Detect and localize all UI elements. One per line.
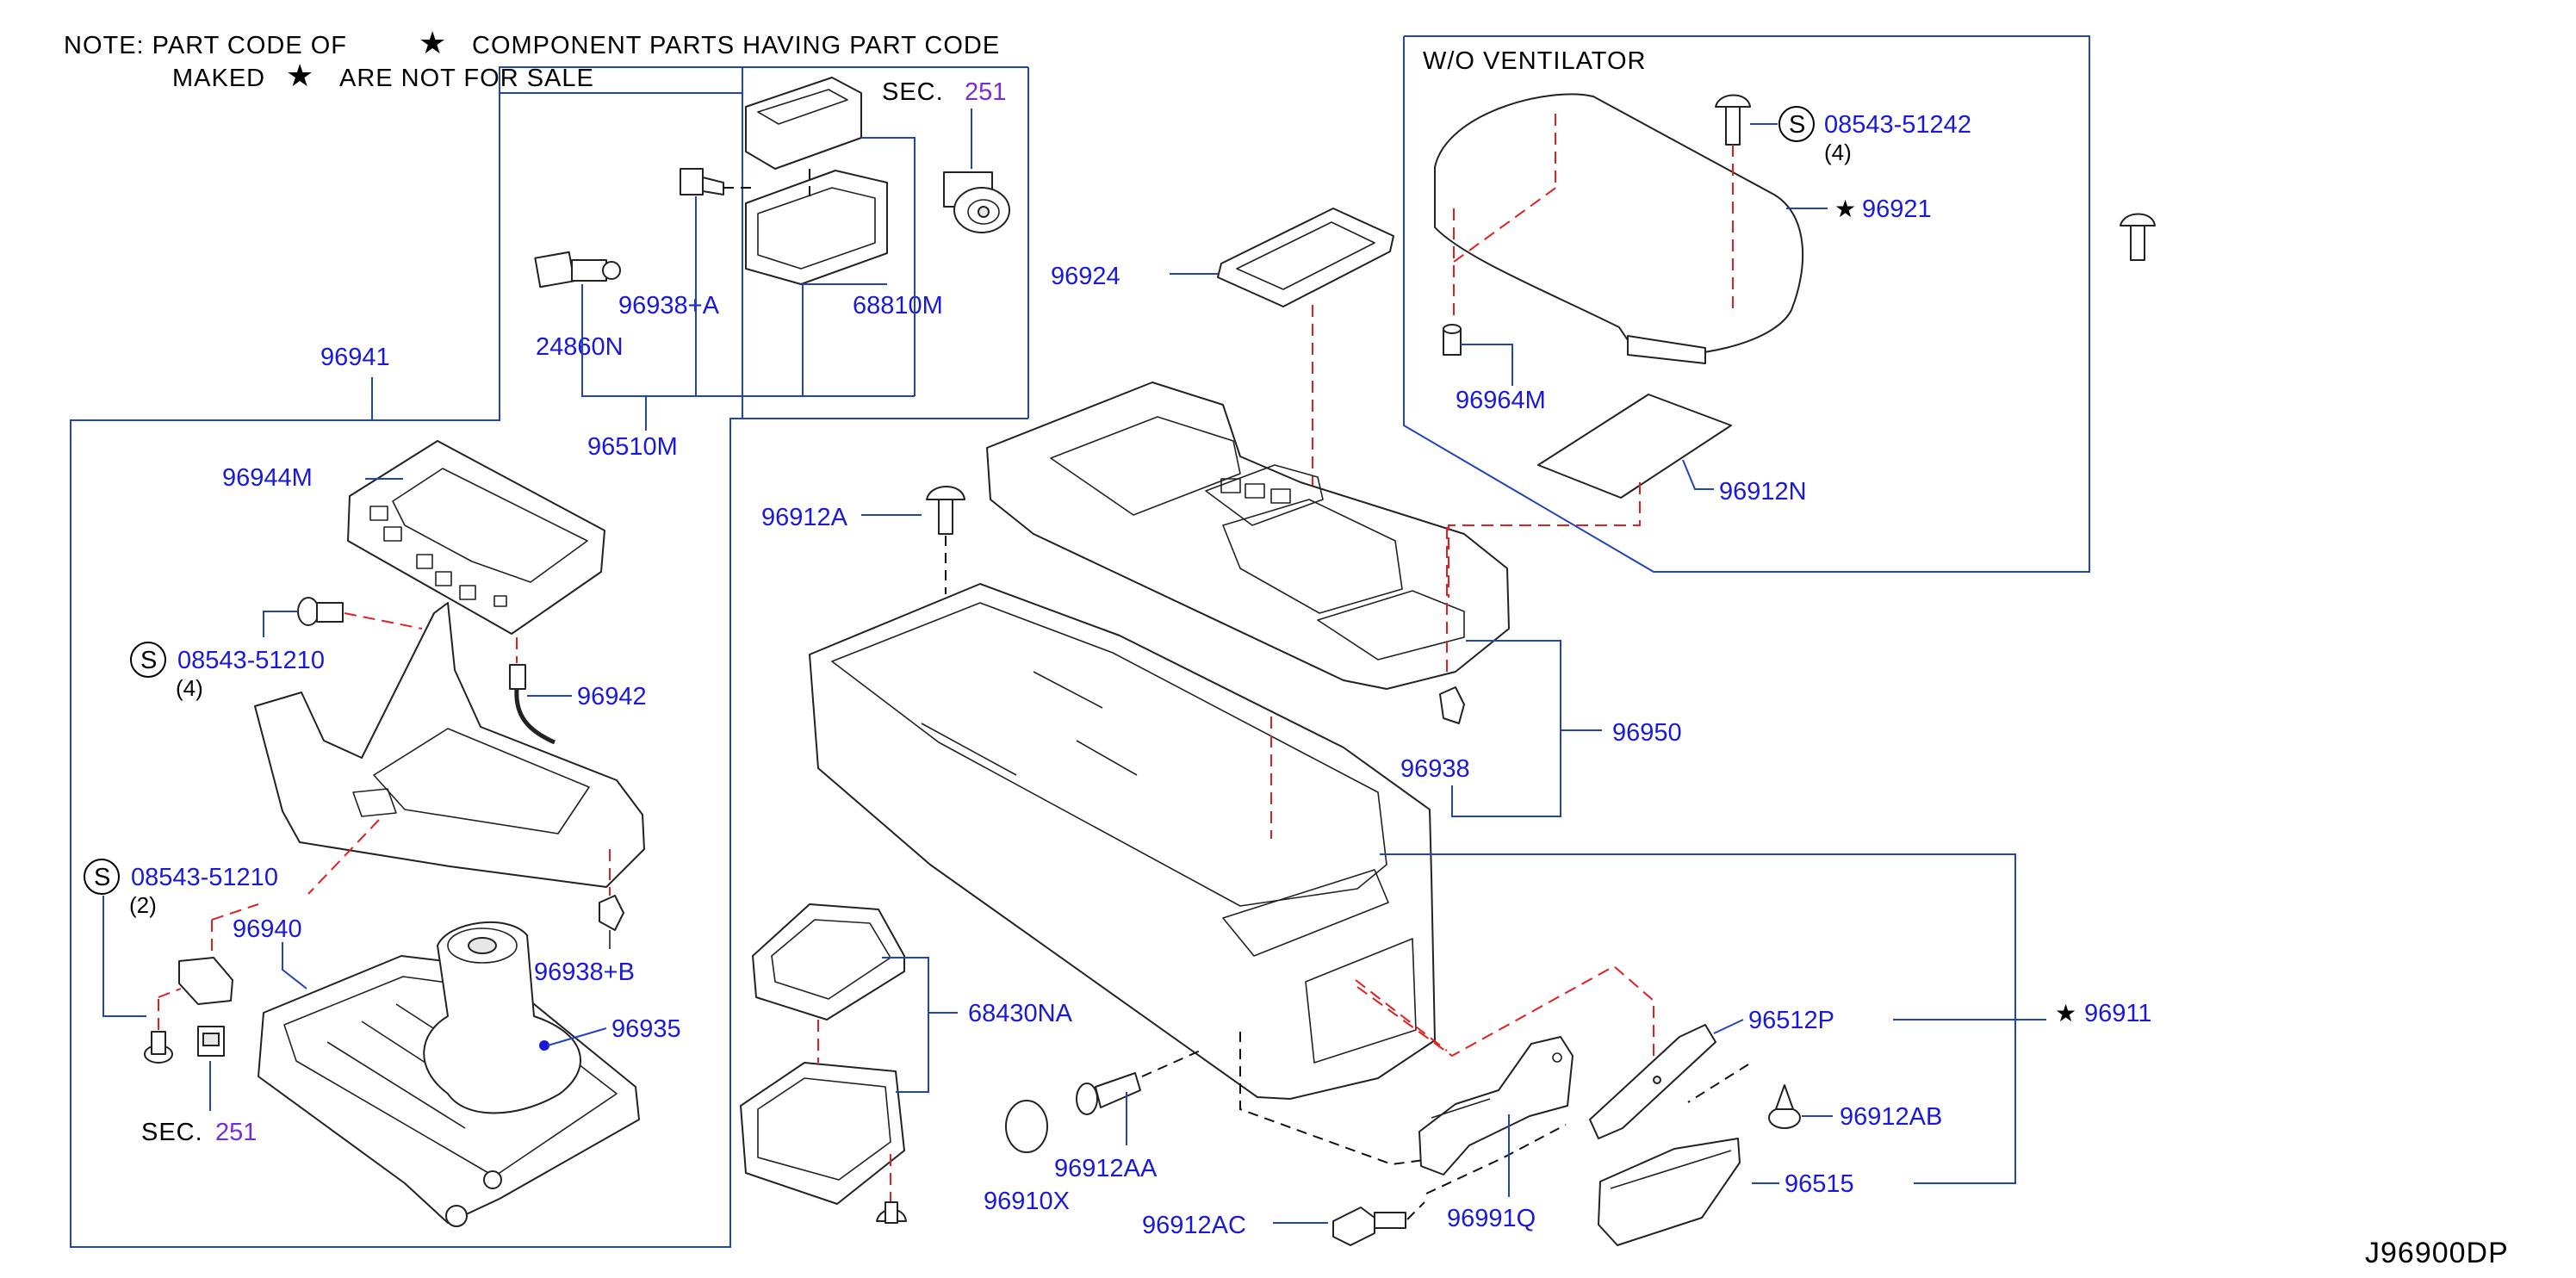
quantity-upper: (4) [176, 675, 203, 701]
screw-96912A-drawing [926, 486, 965, 594]
upper-console-96950-drawing [986, 382, 1510, 690]
clip-96938A-drawing [680, 168, 758, 195]
sec-251-top-number[interactable]: 251 [965, 78, 1006, 106]
note-header: NOTE: PART CODE OF ★ COMPONENT PARTS HAV… [64, 25, 1000, 93]
bracket-96991Q-drawing [1418, 1036, 1574, 1176]
part-label-96924[interactable]: 96924 [1051, 263, 1120, 290]
sec-251-top-prefix: SEC. [882, 78, 944, 106]
part-label-96512P[interactable]: 96512P [1748, 1007, 1834, 1034]
screw-symbol-inset [1778, 106, 1815, 142]
screw-96912AB-drawing [1768, 1084, 1801, 1129]
part-label-96950[interactable]: 96950 [1612, 719, 1682, 747]
part-label-96942[interactable]: 96942 [577, 683, 647, 710]
diagram-code: J96900DP [2365, 1237, 2509, 1269]
note-line1-text: NOTE: PART CODE OF [64, 32, 347, 59]
part-label-08543-51242[interactable]: 08543-51242 [1824, 111, 1971, 139]
screw-96912AA-drawing [1076, 1048, 1205, 1115]
screw-loose-drawing [2120, 213, 2156, 261]
bracket-small-drawing [178, 903, 259, 1057]
screw-08543-51242-drawing [1715, 94, 1751, 308]
part-label-96510M[interactable]: 96510M [587, 433, 678, 461]
quantity-lower: (2) [129, 892, 157, 918]
screw-symbol-upper [130, 642, 166, 678]
screw-symbol-lower-text: S [94, 864, 111, 891]
switch-group-96510M: SEC. 251 24860N 96938+A 68810M 96510M [534, 77, 1010, 461]
part-label-68810M[interactable]: 68810M [853, 292, 943, 320]
inset-frame-wo-ventilator [1403, 35, 2090, 573]
bumper-96964M-drawing [1443, 324, 1462, 356]
part-label-96921[interactable]: 96921 [1862, 195, 1932, 223]
part-label-96944M[interactable]: 96944M [222, 464, 313, 492]
part-label-08543-51210-upper[interactable]: 08543-51210 [177, 647, 325, 674]
armrest-lid-96921-drawing [1434, 93, 1804, 364]
note-line2-text: MAKED [172, 65, 265, 92]
finisher-bezel-drawing [254, 602, 645, 896]
screw-lower-drawing [144, 988, 182, 1064]
sec-251-bottom-prefix: SEC. [141, 1119, 203, 1146]
part-label-96938[interactable]: 96938 [1400, 755, 1470, 783]
part-label-96991Q[interactable]: 96991Q [1447, 1205, 1536, 1232]
tray-96924-drawing [1217, 208, 1394, 534]
cup-holder-68430NA-drawing [740, 903, 907, 1224]
part-label-96941[interactable]: 96941 [320, 344, 390, 371]
part-label-96912A[interactable]: 96912A [761, 504, 848, 531]
hinge-96512P-drawing [1589, 1024, 1716, 1139]
mat-96912N-drawing [1448, 394, 1732, 598]
part-label-96938B[interactable]: 96938+B [534, 958, 635, 986]
part-label-96515[interactable]: 96515 [1785, 1170, 1854, 1198]
screw-symbol-lower [84, 859, 120, 895]
clip-96938B-drawing [599, 895, 624, 949]
part-label-96910X[interactable]: 96910X [984, 1188, 1070, 1215]
trim-plate-96944M-drawing [347, 440, 605, 635]
harness-96942-drawing [509, 637, 556, 745]
main-console-96911-drawing [809, 583, 1448, 1100]
part-label-96912AC[interactable]: 96912AC [1142, 1212, 1246, 1239]
note-star-2: ★ [286, 58, 314, 93]
plug-96910X-drawing [1005, 1100, 1048, 1153]
part-label-24860N[interactable]: 24860N [536, 333, 624, 361]
housing-68810M-drawing [745, 77, 888, 285]
part-label-08543-51210-lower[interactable]: 08543-51210 [131, 864, 278, 891]
star-96921: ★ [1834, 195, 1857, 222]
part-label-96940[interactable]: 96940 [233, 915, 302, 943]
inset-title: W/O VENTILATOR [1423, 47, 1646, 75]
part-label-96938A[interactable]: 96938+A [618, 292, 720, 320]
part-label-96912AB[interactable]: 96912AB [1840, 1103, 1942, 1131]
part-label-68430NA[interactable]: 68430NA [968, 1000, 1073, 1027]
part-label-96912AA[interactable]: 96912AA [1054, 1155, 1158, 1182]
part-label-96911[interactable]: 96911 [2084, 1000, 2152, 1027]
cover-96515-drawing [1598, 1138, 1741, 1246]
screw-symbol-inset-text: S [1789, 111, 1806, 139]
note-star-1: ★ [419, 25, 447, 60]
note-line1-tail: COMPONENT PARTS HAVING PART CODE [472, 32, 1000, 59]
quantity-inset: (4) [1824, 140, 1852, 165]
group-frame-96941 [70, 66, 1029, 1248]
note-line2-tail: ARE NOT FOR SALE [339, 65, 594, 92]
part-label-96912N[interactable]: 96912N [1719, 478, 1807, 506]
star-96911: ★ [2055, 1000, 2077, 1027]
screw-symbol-upper-text: S [140, 647, 158, 674]
console-frame-96940-drawing [258, 921, 640, 1227]
part-label-96935[interactable]: 96935 [611, 1015, 681, 1043]
screw-96912AC-drawing [1332, 1201, 1425, 1246]
switch-24860N-drawing [534, 251, 621, 288]
screw-08543-51210-upper-drawing [297, 597, 423, 630]
clip-96938-drawing [1439, 527, 1465, 724]
power-socket-drawing [943, 171, 1010, 233]
sec-251-bottom-number[interactable]: 251 [215, 1119, 257, 1146]
part-label-96964M[interactable]: 96964M [1456, 387, 1546, 414]
